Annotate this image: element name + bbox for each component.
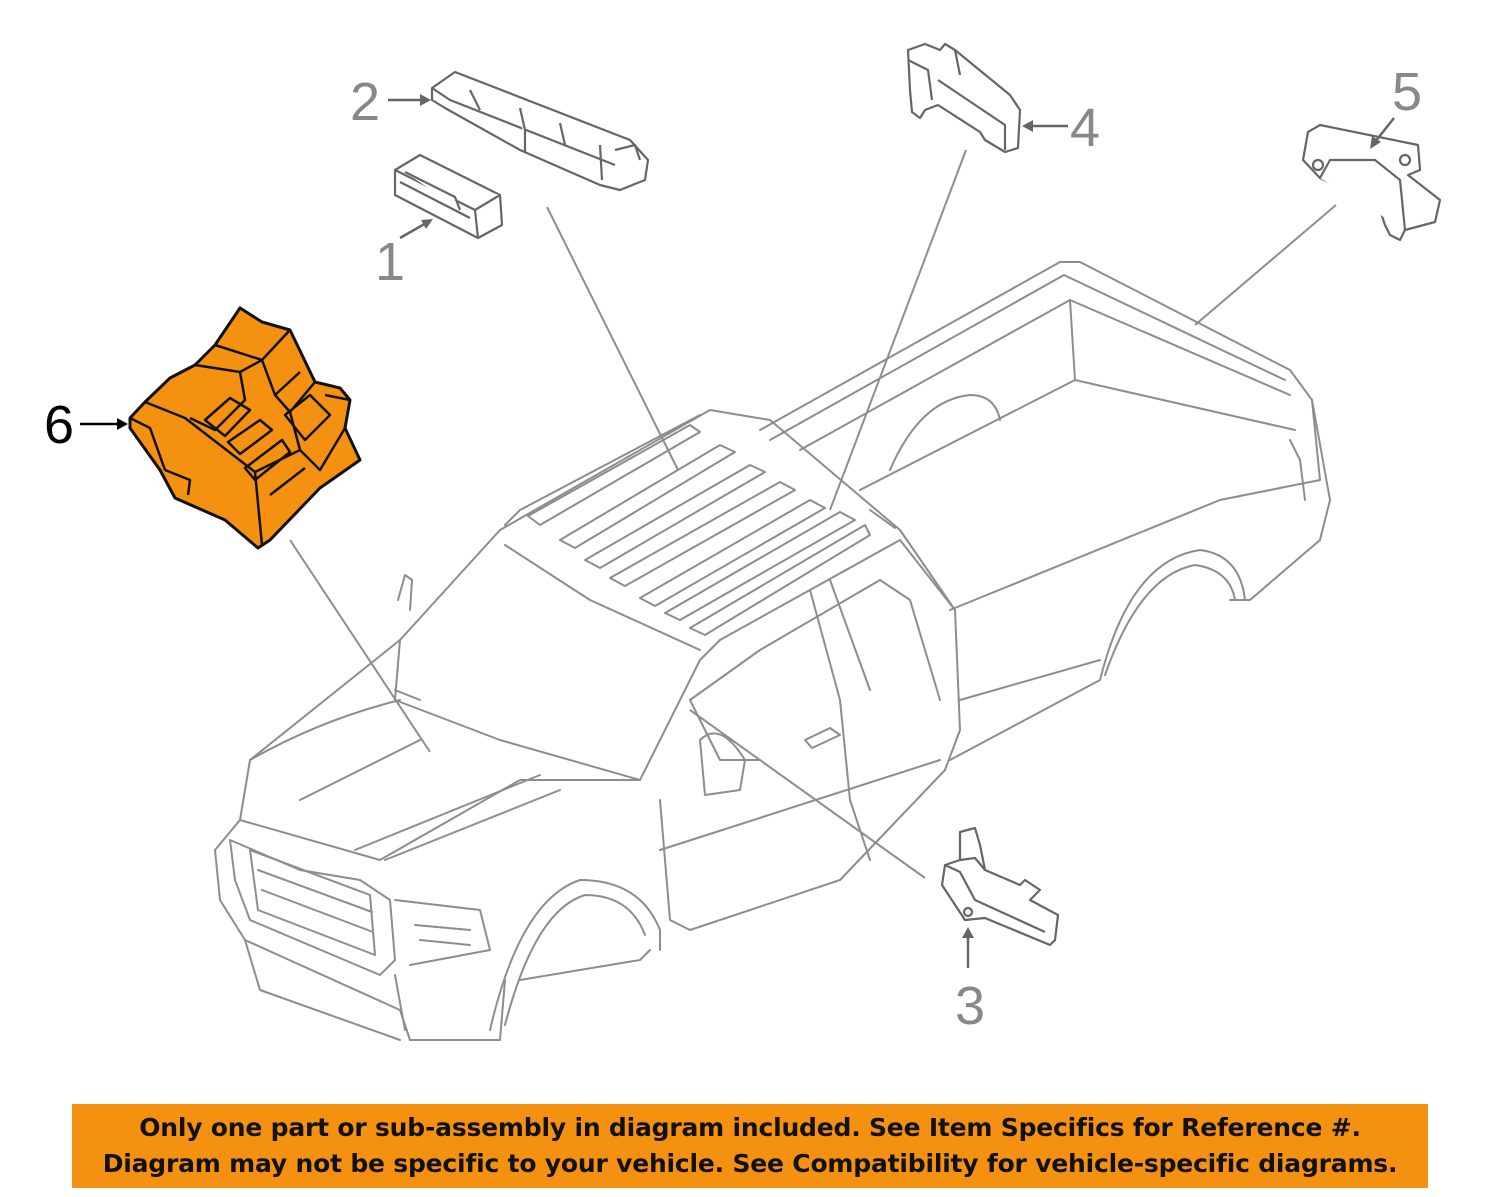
truck-illustration — [214, 261, 1331, 1041]
disclaimer-line-1: Only one part or sub-assembly in diagram… — [139, 1113, 1361, 1142]
part-4-sensor[interactable] — [906, 42, 1022, 154]
part-6-module-highlighted[interactable] — [128, 306, 362, 550]
callout-1: 1 — [375, 232, 405, 292]
callout-3: 3 — [955, 976, 985, 1036]
callout-6: 6 — [44, 395, 74, 455]
callout-2: 2 — [350, 72, 380, 132]
disclaimer-banner: Only one part or sub-assembly in diagram… — [72, 1104, 1428, 1188]
callout-numbers: 1 2 3 4 5 6 — [44, 62, 1422, 1036]
part-2-bracket[interactable] — [430, 70, 650, 192]
callout-4: 4 — [1070, 98, 1100, 158]
callout-5: 5 — [1392, 62, 1422, 122]
callout-arrows — [80, 94, 1395, 968]
leader-lines — [289, 149, 1337, 879]
part-1-module[interactable] — [393, 153, 504, 240]
disclaimer-line-2: Diagram may not be specific to your vehi… — [102, 1149, 1398, 1178]
part-3-sensor[interactable] — [940, 826, 1060, 947]
part-5-sensor[interactable] — [1301, 123, 1442, 242]
